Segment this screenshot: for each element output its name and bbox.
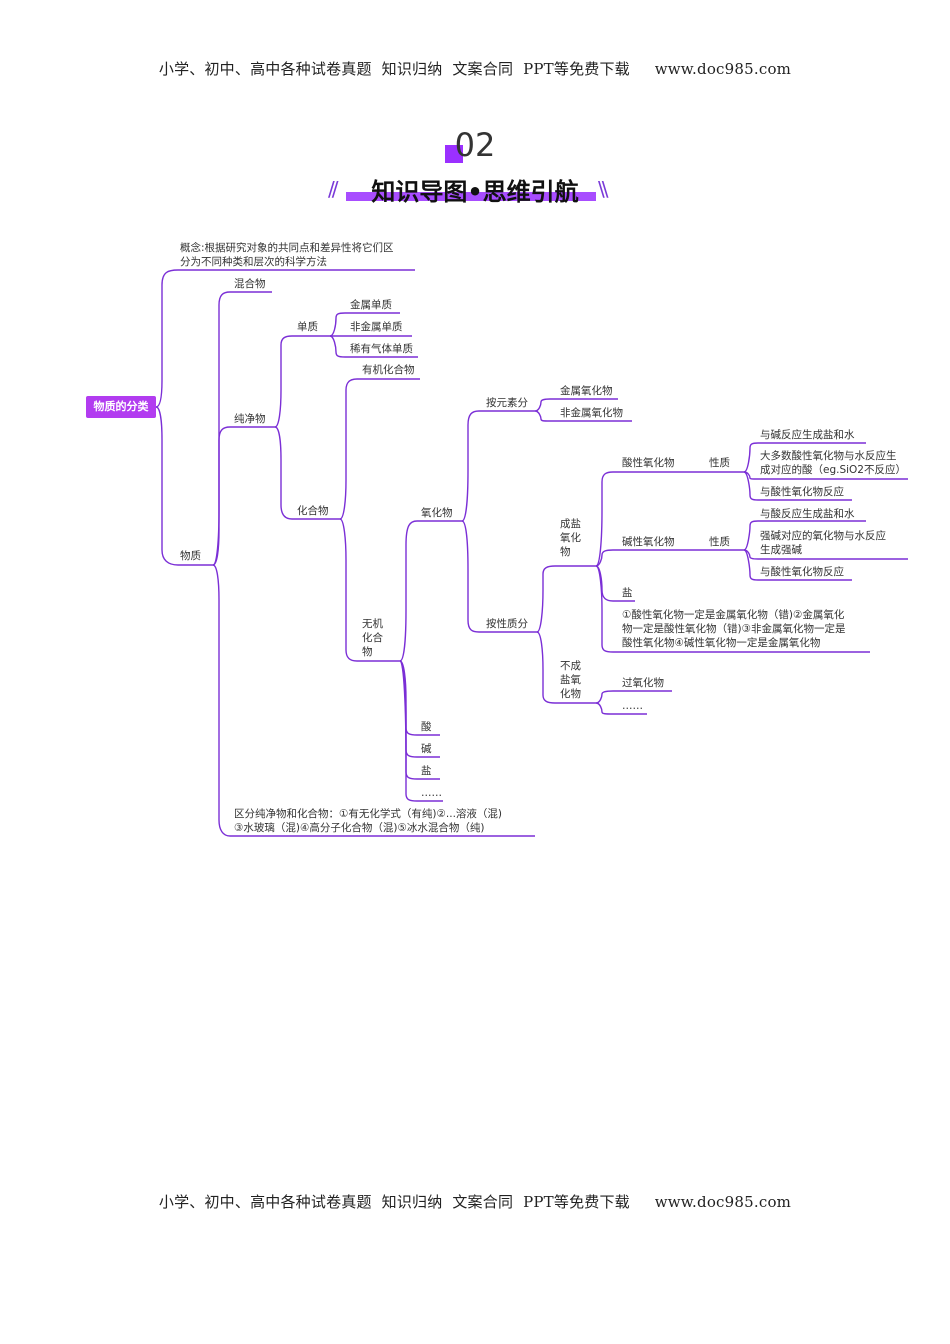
salt-forming-line-3: 物 xyxy=(560,546,571,558)
node-salt: 盐 xyxy=(421,765,432,777)
node-basic-oxide: 碱性氧化物 xyxy=(622,536,675,548)
node-nonmetal-element: 非金属单质 xyxy=(350,321,403,333)
node-basic-p2: 强碱对应的氧化物与水反应 生成强碱 xyxy=(760,529,886,557)
banner-highlight xyxy=(346,192,596,201)
node-basic-p3: 与酸性氧化物反应 xyxy=(760,566,844,578)
node-base: 碱 xyxy=(421,743,432,755)
non-salt-forming-line-3: 化物 xyxy=(560,688,581,700)
non-salt-forming-line-1: 不成 xyxy=(560,660,581,672)
concept-line-2: 分为不同种类和层次的科学方法 xyxy=(180,256,327,268)
node-notes: ①酸性氧化物一定是金属氧化物（错)②金属氧化 物一定是酸性氧化物（错)③非金属氧… xyxy=(622,608,846,650)
inorganic-line-2: 化合 xyxy=(362,632,383,644)
node-peroxide: 过氧化物 xyxy=(622,677,664,689)
notes-line-2: 物一定是酸性氧化物（错)③非金属氧化物一定是 xyxy=(622,623,846,635)
left-slash-icon: // xyxy=(328,177,339,201)
node-ellipsis-1: …… xyxy=(622,700,643,712)
node-concept: 概念:根据研究对象的共同点和差异性将它们区 分为不同种类和层次的科学方法 xyxy=(180,241,394,269)
node-by-property: 按性质分 xyxy=(486,618,528,630)
node-basic-p1: 与酸反应生成盐和水 xyxy=(760,508,855,520)
node-by-element: 按元素分 xyxy=(486,397,528,409)
non-salt-forming-line-2: 盐氧 xyxy=(560,674,581,686)
node-acidic-oxide: 酸性氧化物 xyxy=(622,457,675,469)
right-slash-icon: \\ xyxy=(598,177,609,201)
node-distinguish: 区分纯净物和化合物：①有无化学式（有纯)②...溶液（混) ③水玻璃（混)④高分… xyxy=(234,807,502,835)
node-ellipsis-2: …… xyxy=(421,787,442,799)
node-acid-p1: 与碱反应生成盐和水 xyxy=(760,429,855,441)
node-oxide: 氧化物 xyxy=(421,507,453,519)
node-noble-gas: 稀有气体单质 xyxy=(350,343,413,355)
node-substance: 物质 xyxy=(180,550,201,562)
distinguish-line-2: ③水玻璃（混)④高分子化合物（混)⑤冰水混合物（纯) xyxy=(234,822,485,834)
page-footer: 小学、初中、高中各种试卷真题 知识归纳 文案合同 PPT等免费下载 www.do… xyxy=(158,1193,792,1211)
node-non-salt-forming: 不成 盐氧 化物 xyxy=(560,659,581,701)
basic-p2-line-1: 强碱对应的氧化物与水反应 xyxy=(760,530,886,542)
node-salt-subnode: 盐 xyxy=(622,587,633,599)
node-acid: 酸 xyxy=(421,721,432,733)
page-header: 小学、初中、高中各种试卷真题 知识归纳 文案合同 PPT等免费下载 www.do… xyxy=(158,60,792,78)
node-element: 单质 xyxy=(297,321,318,333)
node-nonmetal-oxide: 非金属氧化物 xyxy=(560,407,623,419)
node-acid-p2: 大多数酸性氧化物与水反应生 成对应的酸（eg.SiO2不反应） xyxy=(760,449,906,477)
node-compound: 化合物 xyxy=(297,505,329,517)
node-pure: 纯净物 xyxy=(234,413,266,425)
section-number: 02 xyxy=(454,126,496,164)
node-property-1: 性质 xyxy=(709,457,730,469)
node-metal-oxide: 金属氧化物 xyxy=(560,385,613,397)
acid-p2-line-1: 大多数酸性氧化物与水反应生 xyxy=(760,450,897,462)
section-title: 知识导图•思维引航 xyxy=(371,178,579,206)
salt-forming-line-1: 成盐 xyxy=(560,518,581,530)
salt-forming-line-2: 氧化 xyxy=(560,532,581,544)
node-inorganic: 无机 化合 物 xyxy=(362,617,383,659)
acid-p2-line-2: 成对应的酸（eg.SiO2不反应） xyxy=(760,464,906,476)
root-node: 物质的分类 xyxy=(86,396,156,418)
node-metal-element: 金属单质 xyxy=(350,299,392,311)
distinguish-line-1: 区分纯净物和化合物：①有无化学式（有纯)②...溶液（混) xyxy=(234,808,503,820)
node-salt-forming: 成盐 氧化 物 xyxy=(560,517,581,559)
section-banner: // 知识导图•思维引航 \\ xyxy=(0,170,950,210)
notes-line-1: ①酸性氧化物一定是金属氧化物（错)②金属氧化 xyxy=(622,609,845,621)
node-property-2: 性质 xyxy=(709,536,730,548)
basic-p2-line-2: 生成强碱 xyxy=(760,544,802,556)
node-acid-p3: 与酸性氧化物反应 xyxy=(760,486,844,498)
number-accent xyxy=(445,145,463,163)
node-organic: 有机化合物 xyxy=(362,364,415,376)
concept-line-1: 概念:根据研究对象的共同点和差异性将它们区 xyxy=(180,242,394,254)
inorganic-line-1: 无机 xyxy=(362,618,383,630)
notes-line-3: 酸性氧化物④碱性氧化物一定是金属氧化物 xyxy=(622,637,821,649)
inorganic-line-3: 物 xyxy=(362,646,373,658)
node-mixture: 混合物 xyxy=(234,278,266,290)
